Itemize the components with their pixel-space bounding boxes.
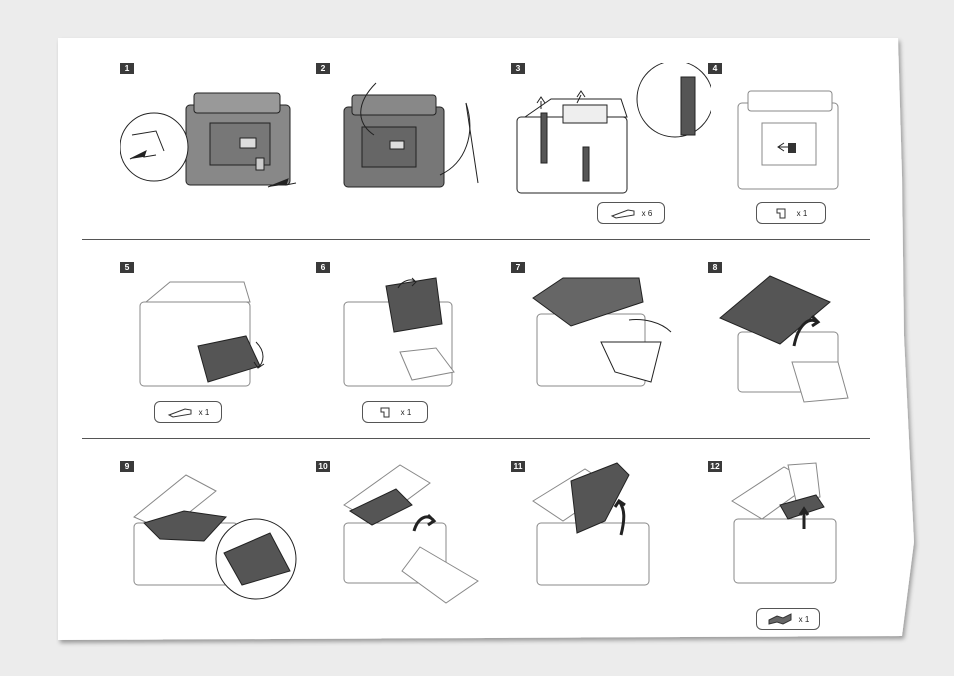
step-6: 6 x 1	[316, 262, 486, 432]
open-tray-icon	[120, 262, 290, 402]
qty-box: x 1	[362, 401, 428, 423]
qty-label: x 6	[642, 209, 653, 218]
remove-packing-icon	[708, 461, 878, 601]
qty-box: x 1	[756, 202, 826, 224]
row-divider	[82, 239, 870, 240]
remove-sheet-icon	[511, 461, 691, 611]
qty-label: x 1	[797, 209, 808, 218]
tape-piece-icon	[379, 405, 395, 419]
tape-strip-icon	[167, 405, 193, 419]
lift-scanner-icon	[708, 262, 878, 412]
qty-label: x 1	[199, 408, 210, 417]
tape-piece-icon	[775, 206, 791, 220]
qty-box: x 1	[154, 401, 222, 423]
step-11: 11	[511, 461, 681, 631]
step-9: 9	[120, 461, 290, 631]
step-5: 5 x 1	[120, 262, 290, 432]
row-divider	[82, 438, 870, 439]
lift-toner-cover-icon	[316, 461, 496, 611]
remove-panel-sheet-icon	[511, 262, 691, 402]
step-8: 8	[708, 262, 878, 432]
qty-label: x 1	[401, 408, 412, 417]
remove-tape-icon	[511, 63, 711, 203]
step-12: 12 x 1	[708, 461, 878, 631]
packing-material-icon	[767, 612, 793, 626]
lift-printer-icon	[316, 63, 486, 203]
step-3: 3 x 6	[511, 63, 681, 233]
printer-back-push-icon	[120, 63, 310, 203]
step-2: 2	[316, 63, 486, 233]
qty-label: x 1	[799, 615, 810, 624]
remove-cover-sheet-icon	[316, 262, 486, 402]
instruction-sheet: 1 2	[56, 36, 914, 640]
qty-box: x 6	[597, 202, 665, 224]
open-toner-cover-icon	[120, 461, 300, 611]
tape-strip-icon	[610, 206, 636, 220]
remove-back-tape-icon	[708, 63, 878, 203]
step-1: 1	[120, 63, 290, 233]
qty-box: x 1	[756, 608, 820, 630]
step-10: 10	[316, 461, 486, 631]
step-7: 7	[511, 262, 681, 432]
step-4: 4 x 1	[708, 63, 878, 233]
